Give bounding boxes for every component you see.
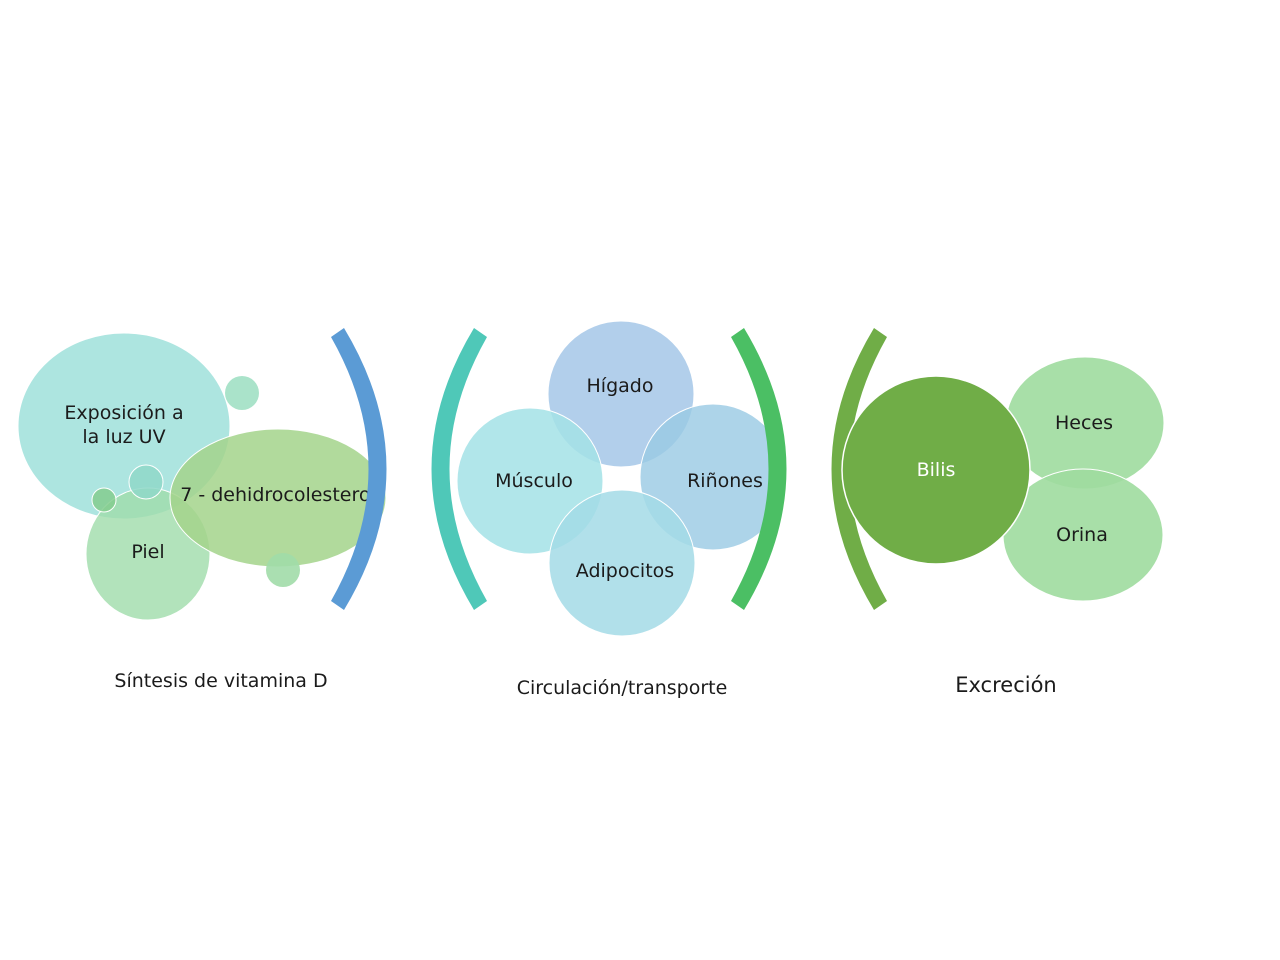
small-bubble-4 bbox=[266, 553, 300, 587]
bracket-left-2 bbox=[431, 328, 487, 610]
small-bubble-2 bbox=[128, 464, 164, 500]
bracket-left-3 bbox=[831, 328, 887, 610]
small-bubble-3 bbox=[91, 487, 117, 513]
adipocytes-label: Adipocitos bbox=[576, 560, 674, 582]
feces-label: Heces bbox=[1055, 412, 1113, 434]
skin-label: Piel bbox=[131, 541, 164, 563]
liver-label: Hígado bbox=[587, 375, 654, 397]
section-synthesis: Exposición a la luz UV 7 - dehidrocolest… bbox=[17, 332, 387, 692]
bracket-right-2 bbox=[731, 328, 787, 610]
bile-bubble bbox=[841, 375, 1031, 565]
small-bubble-1 bbox=[225, 376, 259, 410]
circulation-section-label: Circulación/transporte bbox=[517, 677, 728, 699]
urine-label: Orina bbox=[1056, 524, 1108, 546]
uv-exposure-label-line1: Exposición a bbox=[64, 402, 183, 424]
uv-exposure-label-line2: la luz UV bbox=[82, 426, 165, 448]
adipocytes-bubble bbox=[548, 489, 696, 637]
section-circulation: Hígado Músculo Riñones Adipocitos Circul… bbox=[456, 320, 787, 699]
muscle-label: Músculo bbox=[495, 470, 573, 492]
excretion-section-label: Excreción bbox=[955, 673, 1057, 697]
section-excretion: Bilis Heces Orina Excreción bbox=[841, 356, 1165, 697]
synthesis-section-label: Síntesis de vitamina D bbox=[114, 670, 327, 692]
bracket-right-1 bbox=[331, 328, 387, 610]
kidneys-label: Riñones bbox=[687, 470, 763, 492]
bile-label: Bilis bbox=[917, 459, 956, 481]
dehydrocholesterol-label: 7 - dehidrocolesterol bbox=[180, 484, 376, 506]
